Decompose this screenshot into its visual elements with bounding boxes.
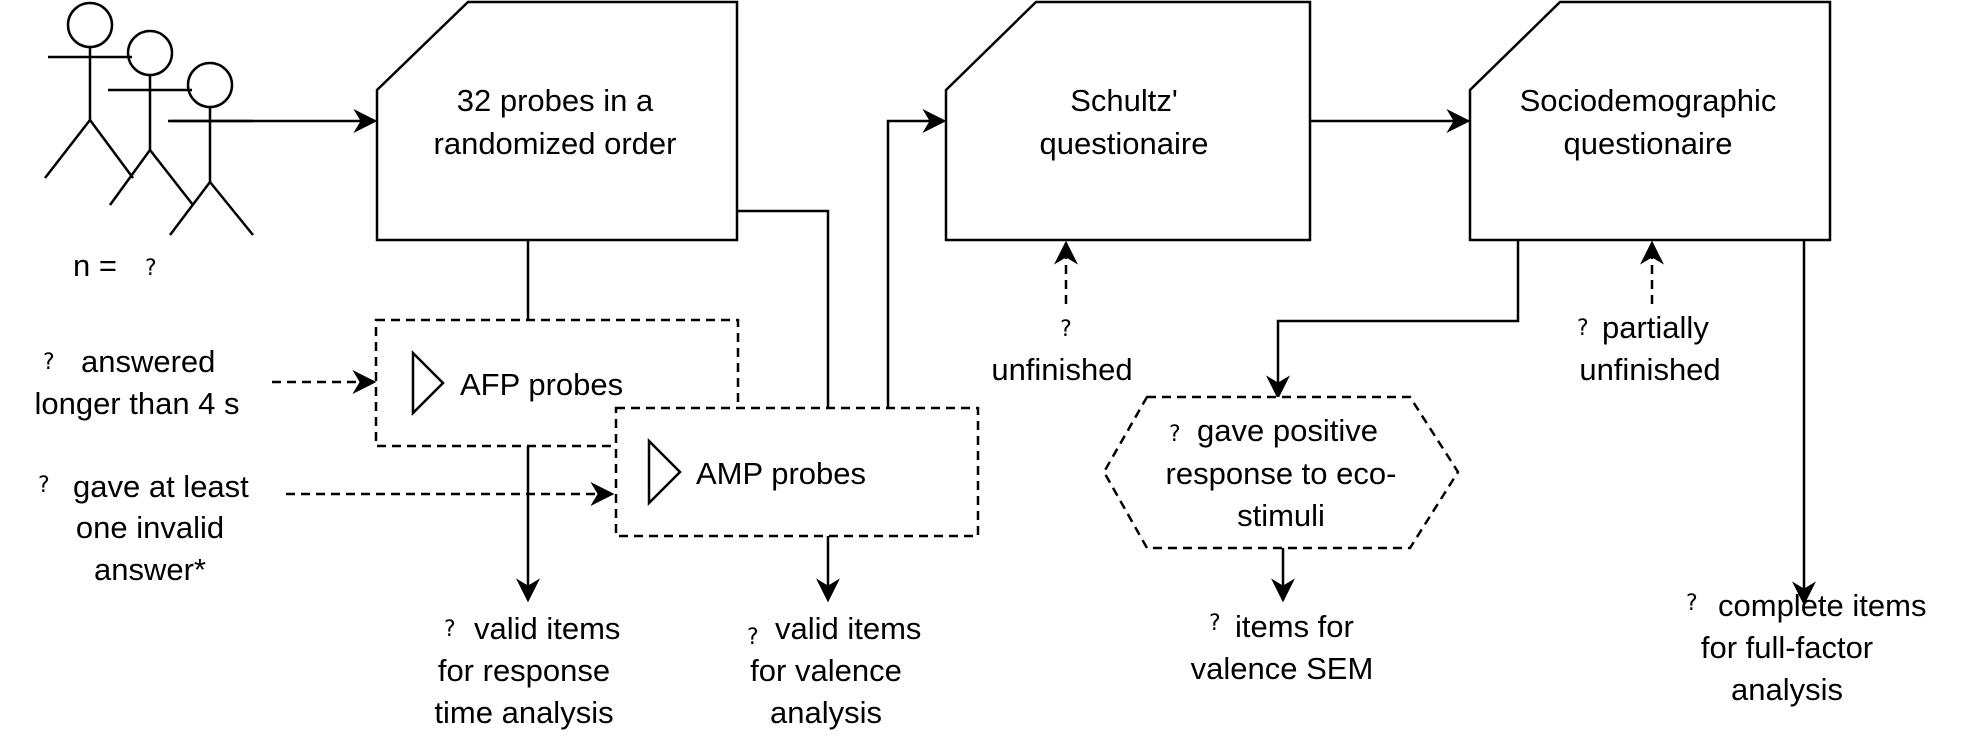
full-line1: complete items <box>1718 588 1926 623</box>
schultz-line2: questionaire <box>1040 126 1209 161</box>
partial-q: ? <box>1577 316 1589 341</box>
socio-line1: Sociodemographic <box>1520 83 1777 118</box>
rt-line1: valid items <box>474 611 620 646</box>
amp-box: AMP probes <box>614 406 980 538</box>
eco-hexagon: ? gave positive response to eco- stimuli <box>1102 395 1460 550</box>
outcome-full: ? complete items for full-factor analysi… <box>1686 588 1926 707</box>
sem-q: ? <box>1209 611 1221 636</box>
exclusion-unfinished: ? unfinished <box>991 317 1132 387</box>
valence-line1: valid items <box>775 611 921 646</box>
slow-line2: longer than 4 s <box>34 386 239 421</box>
amp-label: AMP probes <box>696 456 866 491</box>
invalid-line2: one invalid <box>76 510 224 545</box>
probes-line2: randomized order <box>434 126 677 161</box>
outcome-rt: ? valid items for response time analysis <box>434 611 620 730</box>
valence-line2: for valence <box>750 653 902 688</box>
partial-line2: unfinished <box>1579 352 1720 387</box>
valence-line3: analysis <box>770 695 882 730</box>
full-line3: analysis <box>1731 672 1843 707</box>
partial-line1: partially <box>1602 310 1709 345</box>
slow-line1: answered <box>81 344 215 379</box>
schultz-box: Schultz' questionaire <box>944 0 1312 242</box>
connectors <box>168 109 1816 606</box>
invalid-line1: gave at least <box>73 469 249 504</box>
rt-q: ? <box>444 617 456 642</box>
probes-line1: 32 probes in a <box>457 83 654 118</box>
rt-line3: time analysis <box>434 695 613 730</box>
schultz-line1: Schultz' <box>1070 83 1178 118</box>
slow-q: ? <box>43 350 55 375</box>
line-probes-to-amp <box>737 209 830 408</box>
arrow-amp-to-schultz <box>886 109 947 408</box>
sem-line1: items for <box>1235 609 1354 644</box>
participants-icon <box>44 1 254 236</box>
eco-line3: stimuli <box>1237 498 1325 533</box>
exclusion-partial: ? partially unfinished <box>1577 310 1721 387</box>
n-label: n = <box>73 248 117 283</box>
full-line2: for full-factor <box>1701 630 1873 665</box>
unfinished-q: ? <box>1060 317 1072 342</box>
sem-line2: valence SEM <box>1191 651 1374 686</box>
afp-play-icon <box>411 349 445 417</box>
outcome-sem: ? items for valence SEM <box>1191 609 1374 686</box>
unfinished-line1: unfinished <box>991 352 1132 387</box>
exclusion-invalid: ? gave at least one invalid answer* <box>38 469 249 587</box>
exclusion-slow: ? answered longer than 4 s <box>34 344 239 421</box>
arrow-socio-to-eco <box>1266 240 1520 400</box>
eco-line1: gave positive <box>1197 413 1378 448</box>
person-icon <box>44 1 135 179</box>
n-value: ? <box>145 256 157 281</box>
amp-play-icon <box>647 437 682 507</box>
invalid-line3: answer* <box>94 552 206 587</box>
socio-box: Sociodemographic questionaire <box>1468 0 1832 242</box>
rt-line2: for response <box>438 653 610 688</box>
outcome-valence: ? valid items for valence analysis <box>747 611 921 730</box>
full-q: ? <box>1686 591 1698 616</box>
eco-q: ? <box>1169 422 1181 447</box>
valence-q: ? <box>747 625 759 650</box>
probes-box: 32 probes in a randomized order <box>375 0 739 242</box>
person-icon <box>108 29 194 206</box>
socio-line2: questionaire <box>1564 126 1733 161</box>
invalid-q: ? <box>38 473 50 498</box>
eco-line2: response to eco- <box>1166 456 1397 491</box>
afp-label: AFP probes <box>460 367 623 402</box>
